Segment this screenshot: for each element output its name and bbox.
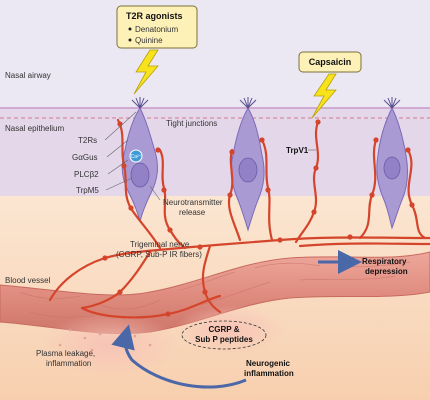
agonist-item: Denatonium: [135, 25, 178, 34]
agonists-box: [116, 5, 198, 49]
trpm5-label: TrpM5: [76, 186, 99, 195]
capsaicin-box: [298, 51, 362, 73]
capsaicin-label: Capsaicin: [309, 57, 352, 67]
nerve-label-2: (CGRP, Sub-P IR fibers): [116, 250, 202, 259]
neurogenic-label-2: inflammation: [244, 369, 294, 378]
agonists-title: T2R agonists: [126, 11, 183, 21]
neurotransmitter-label: Neurotransmitter: [163, 198, 223, 207]
gagus-label: GαGus: [72, 153, 98, 162]
nerve-varicosities: [102, 119, 415, 317]
airway-label: Nasal airway: [5, 71, 51, 80]
peptide-release-ellipse: [181, 320, 267, 350]
cell-nucleus: [130, 162, 150, 188]
epithelium-region: [0, 108, 430, 196]
epithelium-label: Nasal epithelium: [5, 124, 64, 133]
bullet-icon: [128, 38, 132, 42]
respiratory-label-2: depression: [365, 267, 408, 276]
trpv1-label: TrpV1: [286, 146, 309, 155]
blood-vessel-label: Blood vessel: [5, 276, 51, 285]
chemosensory-cell-3: [376, 97, 409, 230]
leakage-glow: [40, 313, 180, 377]
agonist-item: Quinine: [135, 36, 163, 45]
neurotransmitter-label-2: release: [179, 208, 206, 217]
chemosensory-cell-1: Ca²⁺: [121, 97, 158, 223]
peptides-label-2: Sub P peptides: [195, 335, 253, 344]
peptides-label: CGRP &: [209, 325, 240, 334]
airway-region: [0, 0, 430, 108]
calcium-label: Ca²⁺: [131, 154, 142, 160]
neurogenic-label: Neurogenic: [246, 359, 291, 368]
bullet-icon: [128, 27, 132, 31]
plcb2-label: PLCβ2: [74, 170, 99, 179]
lightning-bolt-icon: [133, 49, 159, 95]
nerve-label: Trigeminal nerve: [130, 240, 190, 249]
respiratory-label: Respiratory: [362, 257, 407, 266]
t2rs-label: T2Rs: [78, 136, 97, 145]
lightning-bolt-icon: [311, 73, 337, 119]
leakage-label: Plasma leakage,: [36, 349, 95, 358]
chemosensory-cell-2: [230, 97, 265, 232]
tight-junctions-label: Tight junctions: [166, 119, 217, 128]
neurogenic-arrow: [111, 324, 247, 389]
calcium-icon: [129, 149, 143, 163]
leakage-label-2: inflammation: [46, 359, 91, 368]
